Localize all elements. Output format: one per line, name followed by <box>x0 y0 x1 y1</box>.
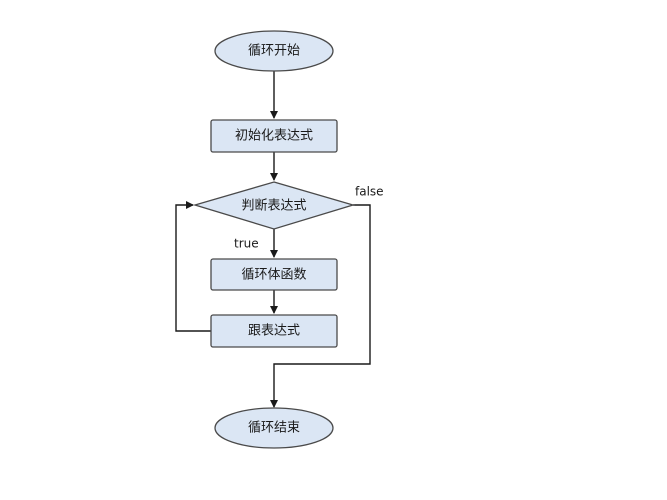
node-condition: 判断表达式 <box>192 181 356 230</box>
true-label: true <box>234 237 259 251</box>
process-shape <box>210 258 338 291</box>
node-loop-start: 循环开始 <box>214 30 334 72</box>
process-shape <box>210 119 338 153</box>
node-step-expression: 跟表达式 <box>210 314 338 348</box>
init-expression-text: 初始化表达式 <box>235 129 313 144</box>
decision-shape <box>192 181 356 230</box>
node-loop-body: 循环体函数 <box>210 258 338 291</box>
node-init-expression: 初始化表达式 <box>210 119 338 153</box>
edge-step-loop-back <box>175 201 211 332</box>
edges <box>175 71 371 408</box>
false-label: false <box>355 185 384 199</box>
loop-body-text: 循环体函数 <box>241 268 306 283</box>
node-loop-end: 循环结束 <box>214 407 334 449</box>
process-shape <box>210 314 338 348</box>
terminator-shape <box>214 30 334 72</box>
condition-text: 判断表达式 <box>241 199 306 214</box>
loop-start-text: 循环开始 <box>248 44 300 59</box>
terminator-shape <box>214 407 334 449</box>
step-expression-text: 跟表达式 <box>248 324 300 339</box>
loop-end-text: 循环结束 <box>248 421 300 436</box>
edge-condition-false-to-end <box>270 204 371 408</box>
